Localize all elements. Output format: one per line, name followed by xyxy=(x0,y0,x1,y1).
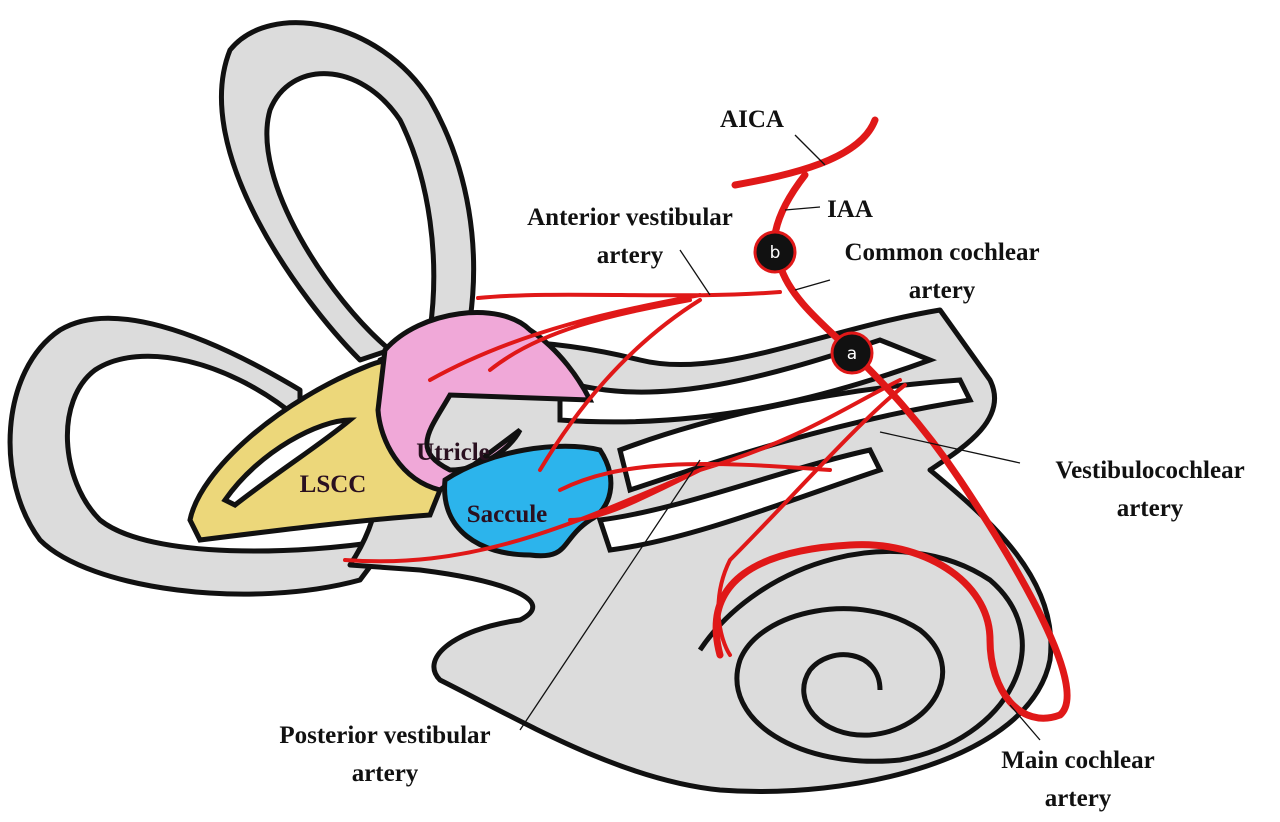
iaa-artery xyxy=(712,171,1071,722)
label-common-cochlear-2: artery xyxy=(909,277,976,304)
vestibulocochlear-artery xyxy=(716,383,907,657)
label-utricle: Utricle xyxy=(416,439,490,466)
label-main-cochlear-1: Main cochlear xyxy=(1001,747,1154,774)
svg-text:b: b xyxy=(770,243,781,263)
label-lscc: LSCC xyxy=(300,471,367,498)
label-posterior-vestibular-2: artery xyxy=(352,760,419,787)
label-vestibulocochlear-1: Vestibulocochlear xyxy=(1055,457,1244,484)
svg-text:a: a xyxy=(847,344,857,364)
label-aica: AICA xyxy=(720,106,784,133)
anterior-vestibular-artery xyxy=(428,290,782,472)
label-anterior-vestibular-1: Anterior vestibular xyxy=(527,204,733,231)
label-saccule: Saccule xyxy=(467,501,548,528)
saccule-region xyxy=(442,443,614,559)
utricle-region xyxy=(375,310,595,493)
label-main-cochlear-2: artery xyxy=(1045,785,1112,812)
marker-a: a xyxy=(830,331,874,375)
posterior-vestibular-artery xyxy=(343,378,902,564)
label-posterior-vestibular-1: Posterior vestibular xyxy=(279,722,490,749)
aica-artery xyxy=(731,116,879,189)
label-iaa: IAA xyxy=(827,196,873,223)
label-vestibulocochlear-2: artery xyxy=(1117,495,1184,522)
label-anterior-vestibular-2: artery xyxy=(597,242,664,269)
marker-b: b xyxy=(753,230,797,274)
label-common-cochlear-1: Common cochlear xyxy=(844,239,1039,266)
semicircular-canals xyxy=(7,20,477,597)
arteries xyxy=(343,116,1071,722)
leader-lines xyxy=(519,134,1041,741)
